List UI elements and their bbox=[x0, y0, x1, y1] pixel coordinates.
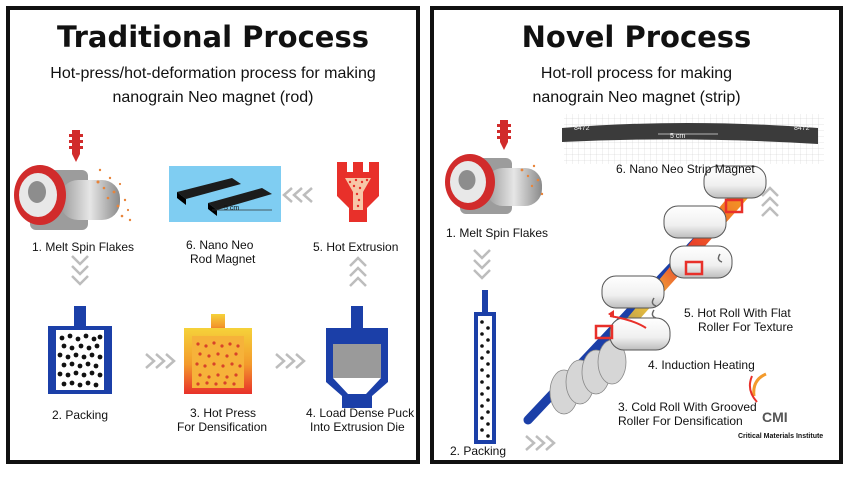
hot-press-die-icon bbox=[184, 314, 252, 394]
rod-scale-label: 5 cm bbox=[224, 205, 240, 212]
cmi-logo-caption: Critical Materials Institute bbox=[738, 433, 824, 440]
rod-magnet-photo bbox=[169, 166, 281, 222]
strip-magnet-photo bbox=[562, 114, 824, 164]
novel-diagram bbox=[445, 114, 824, 451]
traditional-process-panel: Traditional Process Hot-press/hot-deform… bbox=[6, 6, 420, 464]
hot-extrusion-label: 5. Hot Extrusion bbox=[313, 240, 399, 254]
packing-die-icon bbox=[48, 306, 112, 394]
hot-extrusion-die-icon bbox=[337, 162, 379, 222]
melt-spin-label: 1. Melt Spin Flakes bbox=[446, 226, 549, 240]
novel-title: Novel Process bbox=[521, 20, 752, 54]
load-puck-label-line2: Into Extrusion Die bbox=[310, 420, 405, 434]
melt-spin-label: 1. Melt Spin Flakes bbox=[32, 240, 135, 254]
induction-heating-label: 4. Induction Heating bbox=[648, 358, 755, 372]
strip-mark-right: 8472 bbox=[794, 125, 810, 132]
strip-scale-label: 5 cm bbox=[670, 133, 686, 140]
extrusion-die-puck-icon bbox=[326, 306, 388, 408]
traditional-subtitle-line1: Hot-press/hot-deformation process for ma… bbox=[50, 65, 376, 82]
novel-subtitle-line2: nanograin Neo magnet (strip) bbox=[532, 89, 741, 106]
cold-roll-label-line2: Roller For Densification bbox=[618, 414, 743, 428]
rolling-mill-illustration bbox=[523, 165, 767, 425]
flow-arrows bbox=[473, 186, 779, 451]
strip-mark-left: 8472 bbox=[574, 125, 590, 132]
hot-press-label-line2: For Densification bbox=[177, 420, 268, 434]
cmi-logo-text: CMI bbox=[762, 409, 788, 425]
traditional-diagram bbox=[14, 130, 388, 408]
flow-arrows bbox=[71, 187, 367, 369]
strip-magnet-label: 6. Nano Neo Strip Magnet bbox=[616, 162, 755, 176]
hot-press-label-line1: 3. Hot Press bbox=[190, 406, 257, 420]
hot-roll-label-line1: 5. Hot Roll With Flat bbox=[684, 306, 791, 320]
traditional-subtitle-line2: nanograin Neo magnet (rod) bbox=[112, 89, 314, 106]
rod-magnet-label-line2: Rod Magnet bbox=[190, 252, 256, 266]
novel-subtitle-line1: Hot-roll process for making bbox=[540, 65, 733, 82]
load-puck-label-line1: 4. Load Dense Puck bbox=[306, 406, 415, 420]
rod-magnet-label-line1: 6. Nano Neo bbox=[186, 238, 254, 252]
melt-spin-wheel-icon bbox=[14, 130, 132, 230]
traditional-title: Traditional Process bbox=[56, 20, 369, 54]
cmi-logo bbox=[748, 372, 767, 403]
packing-tube-icon bbox=[474, 290, 496, 444]
packing-label: 2. Packing bbox=[52, 408, 109, 422]
melt-spin-wheel-icon bbox=[445, 120, 544, 214]
novel-process-panel: Novel Process Hot-roll process for makin… bbox=[430, 6, 843, 464]
packing-label: 2. Packing bbox=[450, 444, 507, 458]
cold-roll-label-line1: 3. Cold Roll With Grooved bbox=[618, 400, 757, 414]
hot-roll-label-line2: Roller For Texture bbox=[698, 320, 794, 334]
